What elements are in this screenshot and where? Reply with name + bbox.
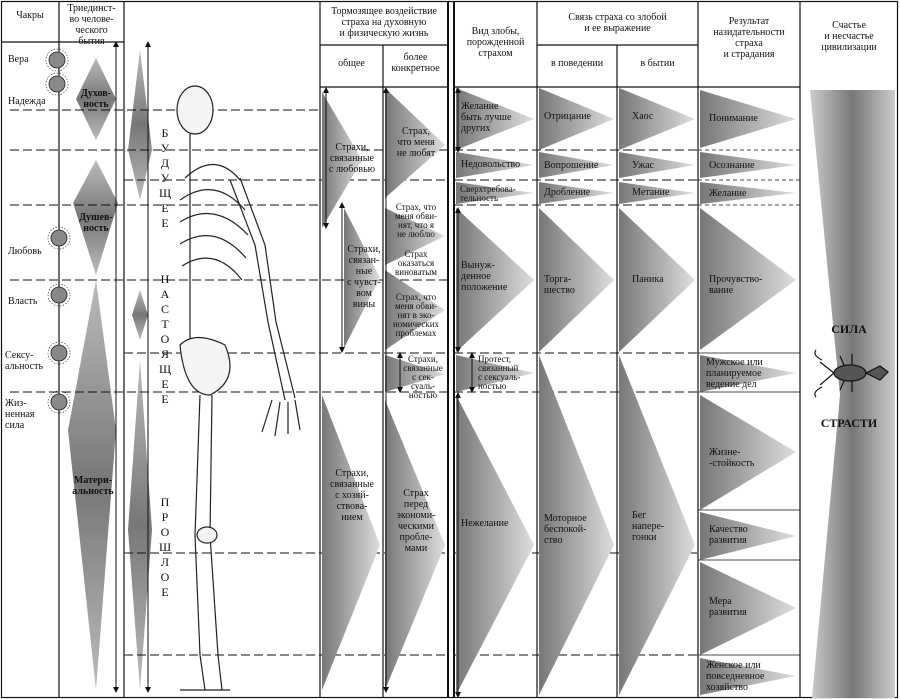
fear-specific: Страх оказаться виноватым [395,249,437,277]
result-item: Качество развития [709,524,748,546]
header-happiness: Счастье и несчастье цивилизации [821,20,877,53]
header-in-behavior: в поведении [550,58,604,69]
header-result: Результат назидательности страха и страд… [713,16,785,60]
header-anger-type: Вид злобы, порожденной страхом [466,26,525,59]
skeleton-figure [176,85,301,691]
fear-specific: Страх, что меня не любят [396,126,436,159]
result-item: Желание [709,188,747,199]
result-item: Прочувство- вание [709,274,763,296]
triunity-label: Матери- альность [72,475,114,497]
header-specific: более конкретное [391,52,440,74]
anger-type: Нежелание [461,518,509,529]
time-arrows [113,41,151,693]
fear-triangles [322,88,445,690]
header-link: Связь страха со злобой и ее выражение [568,12,667,34]
civilization-shape [810,90,895,698]
time-future: Б У Д У Щ Е Е [158,126,172,230]
time-present: Н А С Т О Я Щ Е Е [158,272,172,406]
fear-specific: Страх перед экономи- ческими пробле- мам… [396,488,436,554]
chakra-label: Власть [8,296,38,307]
anger-arrows [455,87,475,698]
result-lines [698,149,800,656]
anger-type: Желание быть лучше других [461,101,512,134]
header-in-being: в бытии [640,58,675,69]
lobster-icon [814,349,889,398]
fear-general: Страхи, связанные с любовью [328,142,376,175]
triunity-label: Духов- ность [81,88,111,110]
chakra-label: Вера [8,54,29,65]
fear-arrows [323,87,403,693]
result-item: Осознание [709,160,755,171]
anger-type: Недовольство [461,159,521,170]
being-item: Ужас [632,160,654,171]
fear-general: Страхи, связанные с хозяй- ствова- нием [330,468,374,523]
fear-specific: Страх, что меня обви- нят, что я не любл… [394,202,438,239]
being-item: Хаос [632,111,654,122]
behavior-item: Моторное беспокой- ство [544,513,587,546]
fear-general: Страхи, связан- ные с чувст- вом вины [347,244,381,310]
result-item: Женское или повседневное хозяйство [706,660,765,693]
being-item: Паника [632,274,664,285]
anger-triangles [456,88,695,695]
behavior-item: Вопрошение [544,160,599,171]
chakra-symbols [48,51,68,411]
chakra-label: Сексу- альность [5,350,44,372]
header-chakras: Чакры [16,10,44,21]
triunity-label: Душев- ность [79,212,113,234]
header-general: общее [338,58,365,69]
fear-specific: Страхи, связанные с сек- суаль- ностью [403,354,443,400]
being-item: Метание [632,187,670,198]
being-item: Бег напере- гонки [632,510,665,543]
triunity-shapes [68,50,152,690]
header-triunity: Триединст- во челове- ческого бытия [67,3,116,47]
fear-specific: Страх, что меня обви- нят в эко- номичес… [392,292,440,338]
time-past: П Р О Ш Л О Е [158,495,172,599]
anger-type: Сверхтребова- тельность [460,184,516,203]
chakra-label: Жиз- ненная сила [5,398,35,431]
header-inhibiting: Тормозящее воздействие страха на духовну… [331,6,437,39]
behavior-item: Торга- шество [544,274,575,296]
anger-type: Вынуж- денное положение [461,260,508,293]
civilization-strength: СИЛА [831,322,867,336]
chakra-rays [45,48,71,414]
result-item: Мужское или планируемое ведение дел [706,357,763,390]
result-item: Жизне- -стойкость [709,447,755,469]
behavior-item: Дробление [544,187,591,198]
result-triangles [700,90,796,695]
result-item: Мера развития [709,596,747,618]
dashed-guides [10,109,698,656]
anger-type: Протест, связанный с сексуаль- ностью [478,354,521,391]
behavior-item: Отрицание [544,111,591,122]
chakra-label: Надежда [8,96,46,107]
civilization-passion: СТРАСТИ [820,416,878,430]
chakra-label: Любовь [8,246,42,257]
result-item: Понимание [709,113,758,124]
